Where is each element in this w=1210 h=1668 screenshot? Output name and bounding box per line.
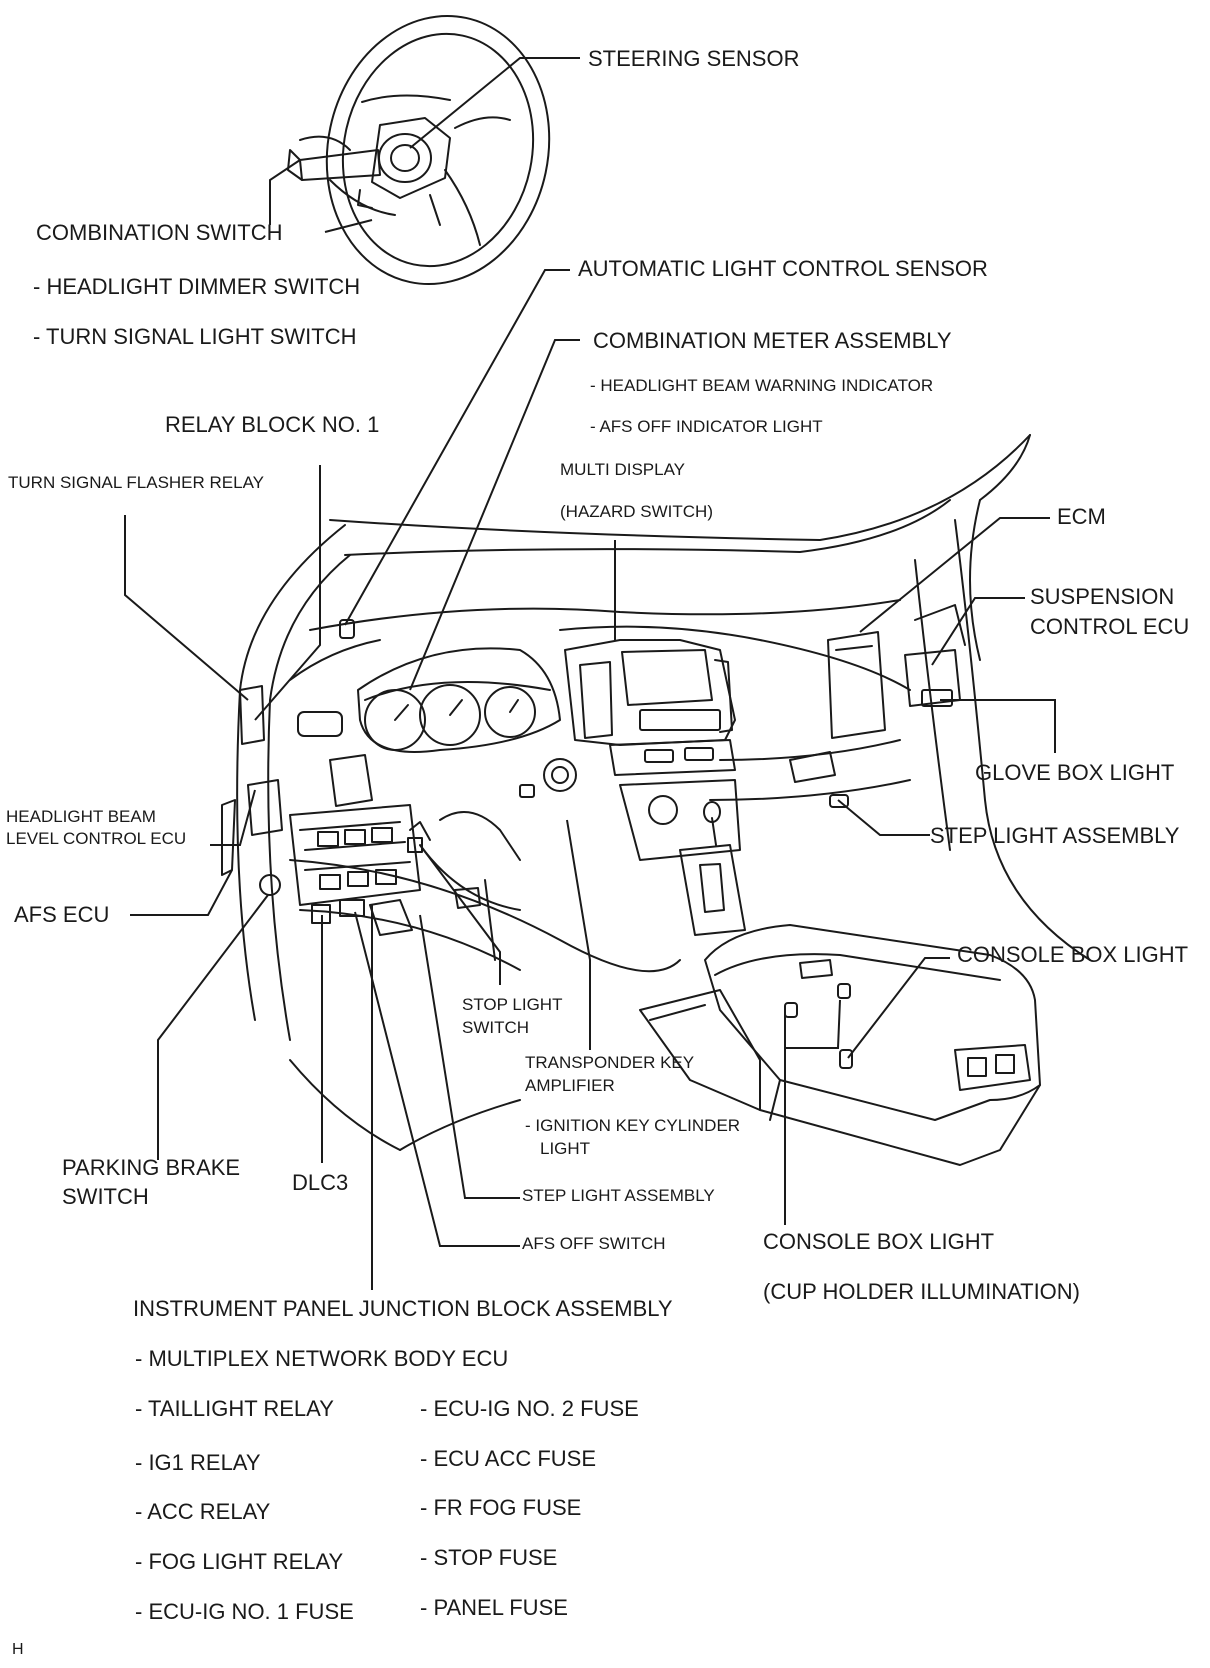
label-ignition-key-cylinder-line2: LIGHT xyxy=(540,1139,591,1158)
leader-console-light-top xyxy=(847,957,950,1059)
junction-item: - PANEL FUSE xyxy=(420,1595,568,1620)
label-afs-off-indicator-light: - AFS OFF INDICATOR LIGHT xyxy=(590,417,823,436)
instrument-cluster xyxy=(357,647,561,753)
label-automatic-light-control-sensor: AUTOMATIC LIGHT CONTROL SENSOR xyxy=(578,256,988,281)
label-steering-sensor: STEERING SENSOR xyxy=(588,46,800,71)
label-step-light-assembly-bottom: STEP LIGHT ASSEMBLY xyxy=(522,1186,715,1205)
label-headlight-beam-level-line1: HEADLIGHT BEAM xyxy=(6,807,156,826)
label-suspension-control-ecu-line1: SUSPENSION xyxy=(1030,584,1175,609)
leader-afs-off-switch xyxy=(354,911,520,1247)
leader-hlb-level-ecu xyxy=(210,789,256,846)
junction-item: - TAILLIGHT RELAY xyxy=(135,1396,334,1421)
label-cup-holder-illumination: (CUP HOLDER ILLUMINATION) xyxy=(763,1279,1081,1304)
leader-afs-ecu xyxy=(130,869,233,916)
label-parking-brake-switch-line2: SWITCH xyxy=(62,1184,149,1209)
label-ignition-key-cylinder-line1: - IGNITION KEY CYLINDER xyxy=(525,1116,741,1135)
leader-step-light-bottom xyxy=(419,914,520,1199)
label-headlight-beam-warning-indicator: - HEADLIGHT BEAM WARNING INDICATOR xyxy=(590,376,934,395)
leader-combination-switch-wheel xyxy=(324,219,373,233)
leader-transponder xyxy=(566,819,591,1050)
label-afs-off-switch: AFS OFF SWITCH xyxy=(522,1234,666,1253)
junction-item: - ECU ACC FUSE xyxy=(420,1446,597,1471)
leader-console-light-bottom xyxy=(784,999,841,1225)
junction-item: - MULTIPLEX NETWORK BODY ECU xyxy=(135,1346,509,1371)
junction-item: - ECU-IG NO. 1 FUSE xyxy=(135,1599,354,1624)
label-multi-display: MULTI DISPLAY xyxy=(560,460,686,479)
glove-box-area xyxy=(789,604,966,808)
leader-ecm xyxy=(859,517,1050,633)
junction-block xyxy=(221,619,431,924)
junction-item: - FR FOG FUSE xyxy=(420,1495,582,1520)
center-stack xyxy=(564,639,746,936)
leader-relay-block xyxy=(254,465,321,721)
footer-code: H xyxy=(12,1641,24,1658)
leader-combination-meter xyxy=(409,339,580,691)
junction-item: - ECU-IG NO. 2 FUSE xyxy=(420,1396,639,1421)
junction-item: - FOG LIGHT RELAY xyxy=(135,1549,344,1574)
label-console-box-light-top: CONSOLE BOX LIGHT xyxy=(957,942,1189,967)
label-stop-light-switch-line1: STOP LIGHT xyxy=(462,995,563,1014)
leader-turn-signal-relay xyxy=(124,515,249,701)
label-dlc3: DLC3 xyxy=(292,1170,349,1195)
label-headlight-dimmer-switch: - HEADLIGHT DIMMER SWITCH xyxy=(33,274,361,299)
label-console-box-light-bottom: CONSOLE BOX LIGHT xyxy=(763,1229,995,1254)
steering-wheel xyxy=(287,14,551,286)
label-stop-light-switch-line2: SWITCH xyxy=(462,1018,530,1037)
leader-lines xyxy=(124,57,1056,1290)
leader-stop-light-switch xyxy=(419,844,501,985)
label-instrument-panel-junction-block: INSTRUMENT PANEL JUNCTION BLOCK ASSEMBLY xyxy=(133,1296,673,1321)
label-turn-signal-flasher-relay: TURN SIGNAL FLASHER RELAY xyxy=(8,473,265,492)
label-hazard-switch: (HAZARD SWITCH) xyxy=(560,502,713,521)
label-transponder-key-amplifier-line1: TRANSPONDER KEY xyxy=(525,1053,695,1072)
label-headlight-beam-level-line2: LEVEL CONTROL ECU xyxy=(6,829,187,848)
leader-auto-light-sensor xyxy=(344,269,570,626)
label-glove-box-light: GLOVE BOX LIGHT xyxy=(975,760,1175,785)
leader-combination-switch xyxy=(269,159,301,225)
label-transponder-key-amplifier-line2: AMPLIFIER xyxy=(525,1076,615,1095)
leader-step-light-right xyxy=(837,799,930,836)
label-suspension-control-ecu-line2: CONTROL ECU xyxy=(1030,614,1190,639)
leader-parking-brake xyxy=(157,894,269,1160)
label-step-light-assembly-right: STEP LIGHT ASSEMBLY xyxy=(930,823,1180,848)
label-ecm: ECM xyxy=(1057,504,1106,529)
junction-item: - STOP FUSE xyxy=(420,1545,558,1570)
console-box xyxy=(639,924,1041,1166)
label-afs-ecu: AFS ECU xyxy=(14,902,110,927)
leader-glove-box-light xyxy=(940,699,1056,753)
label-relay-block-no1: RELAY BLOCK NO. 1 xyxy=(165,412,380,437)
ignition-key-cylinder xyxy=(519,758,577,798)
leader-steering-sensor xyxy=(409,57,580,149)
label-combination-meter-assembly: COMBINATION METER ASSEMBLY xyxy=(593,328,952,353)
label-turn-signal-light-switch: - TURN SIGNAL LIGHT SWITCH xyxy=(33,324,357,349)
label-combination-switch: COMBINATION SWITCH xyxy=(36,220,283,245)
junction-item: - IG1 RELAY xyxy=(135,1450,261,1475)
leader-suspension-ecu xyxy=(931,597,1025,666)
label-parking-brake-switch-line1: PARKING BRAKE xyxy=(62,1155,241,1180)
junction-item: - ACC RELAY xyxy=(135,1499,271,1524)
